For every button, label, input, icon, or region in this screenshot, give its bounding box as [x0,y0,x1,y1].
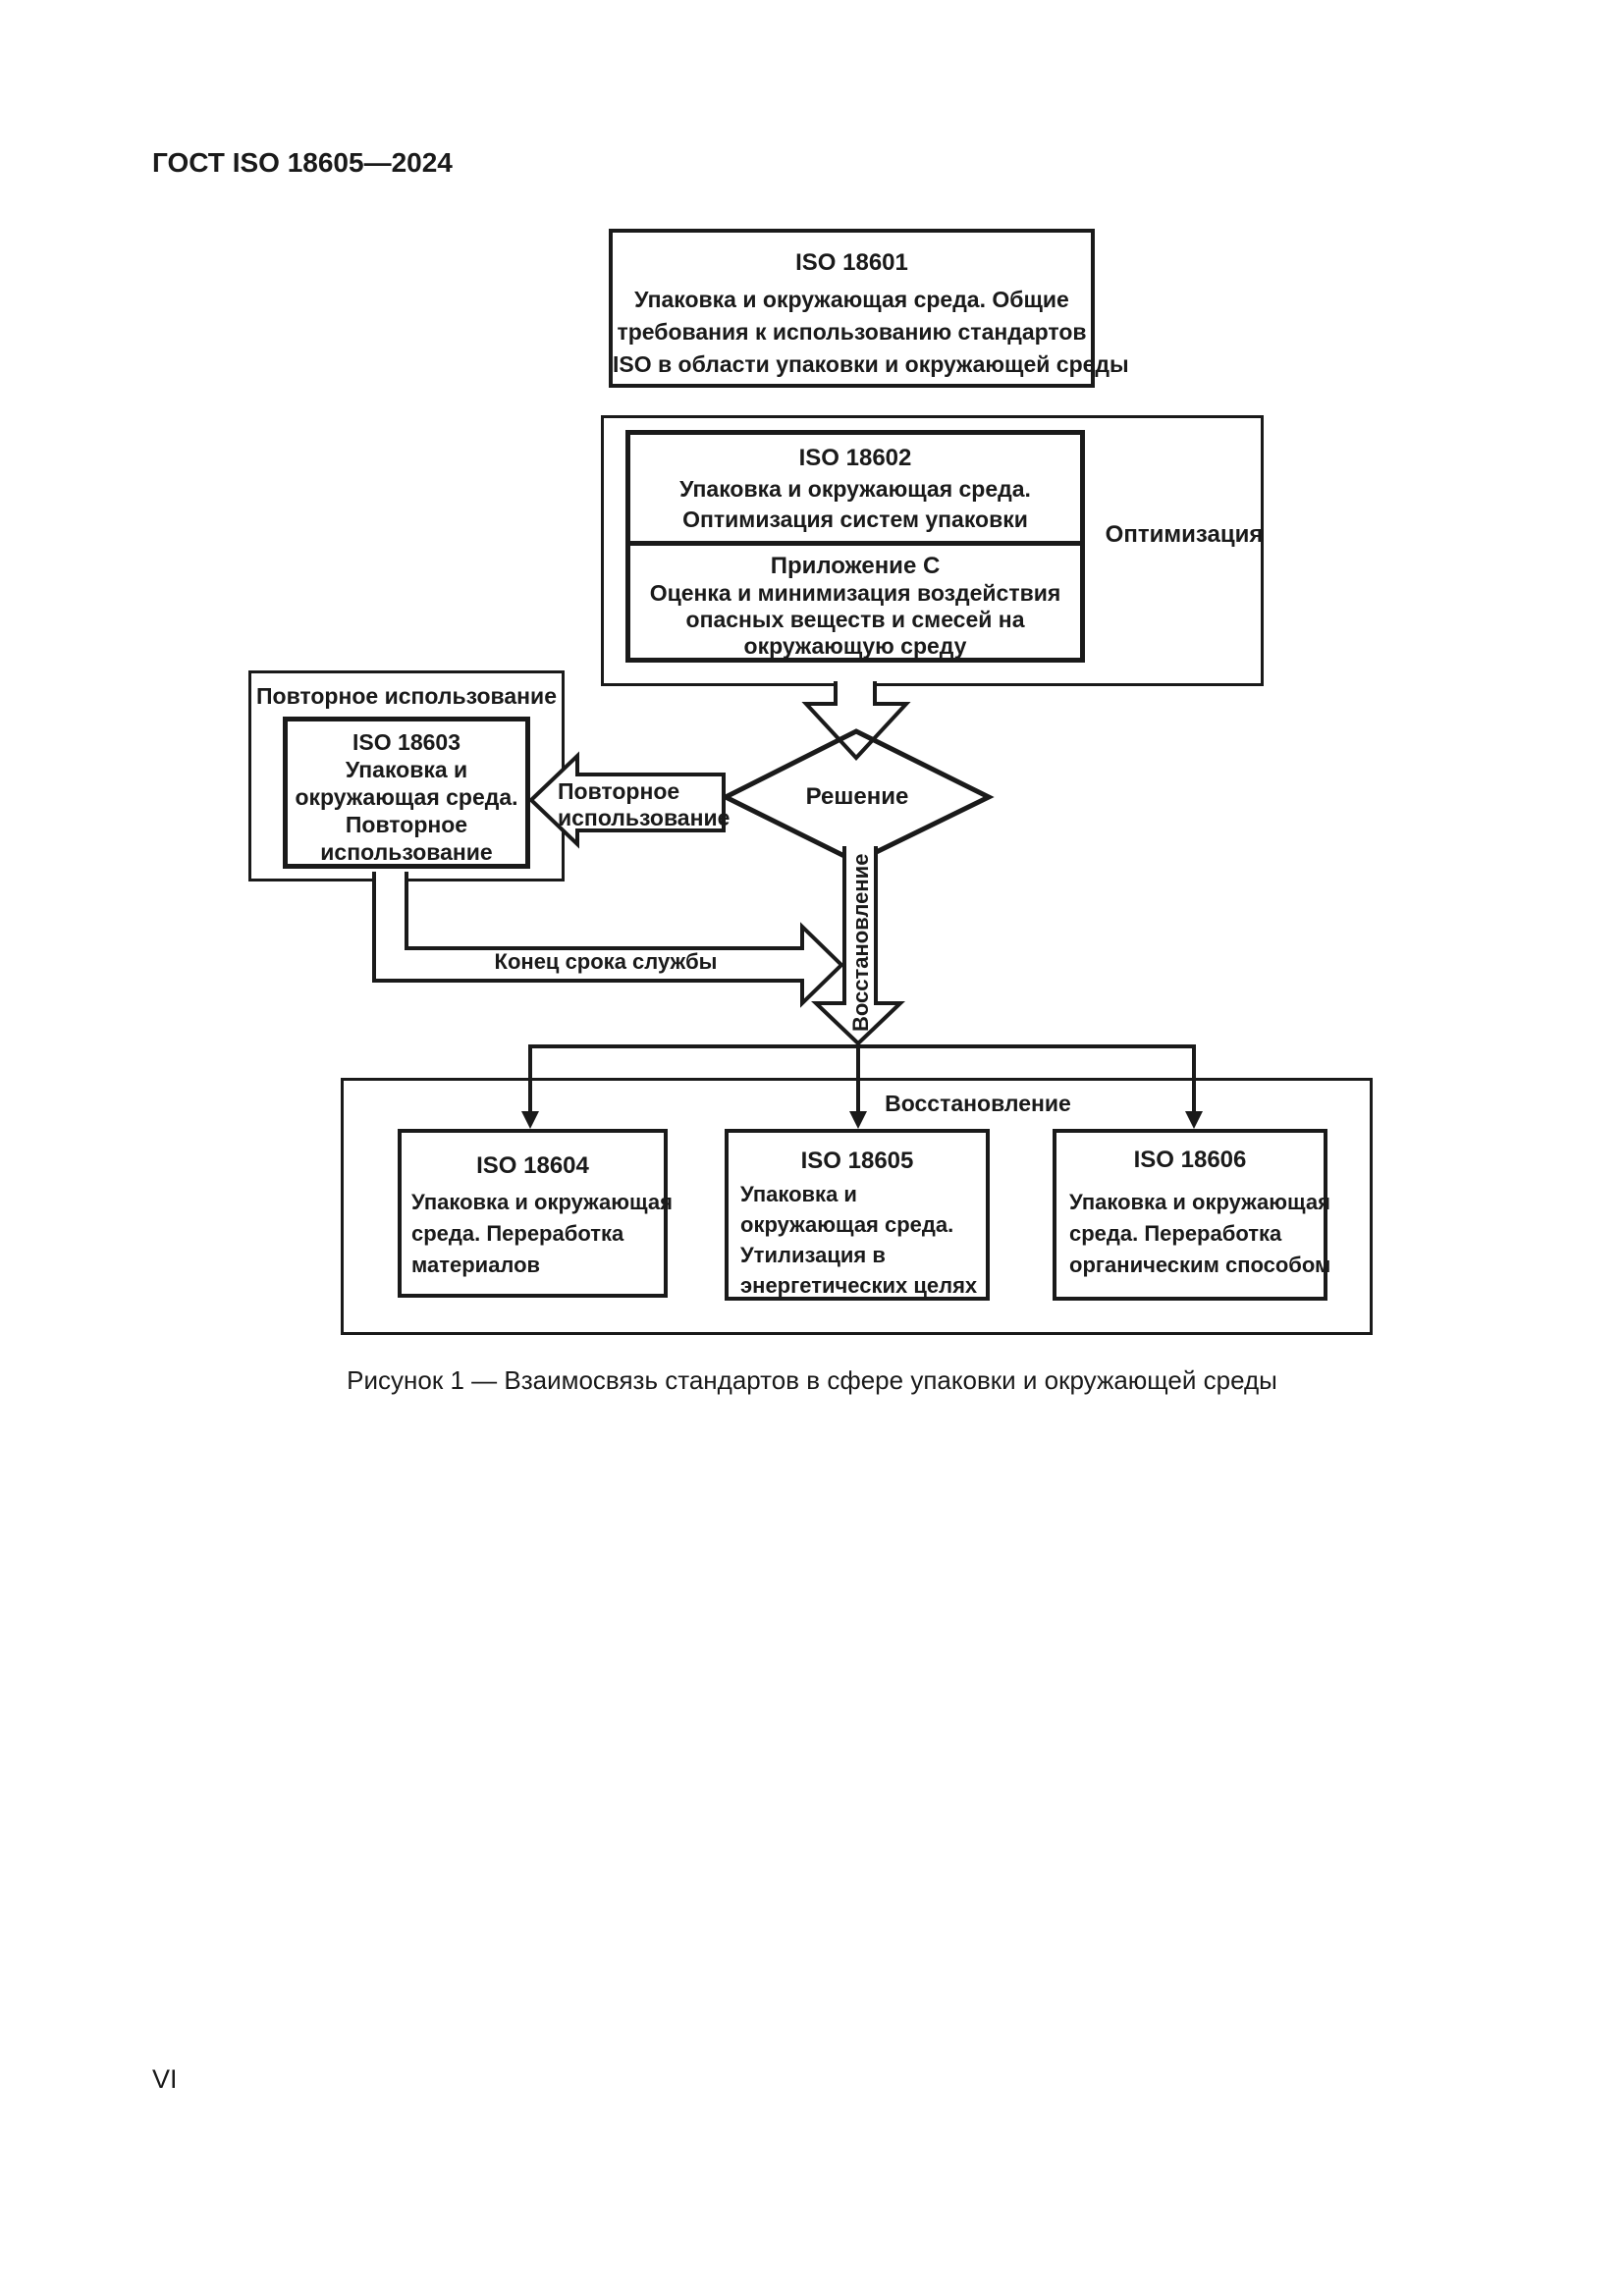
figure-caption: Рисунок 1 — Взаимосвязь стандартов в сфе… [347,1365,1277,1395]
box-iso18602-line: Упаковка и окружающая среда. [679,476,1031,502]
reuse-arrow-label: Повторное использование [558,778,731,831]
box-iso18603-line: Повторное [345,812,468,837]
box-iso18606-line: Упаковка и окружающая [1069,1190,1330,1214]
recovery-arrow-label: Восстановление [848,853,873,1032]
annex-c-line: Оценка и минимизация воздействия [649,580,1061,606]
annex-c-title: Приложение C [770,553,941,579]
box-iso18603-title: ISO 18603 [352,729,460,755]
box-iso18601-line: Упаковка и окружающая среда. Общие [634,287,1069,312]
box-iso18605-line: энергетических целях [740,1273,978,1298]
box-iso18601: ISO 18601 Упаковка и окружающая среда. О… [609,229,1129,388]
box-iso18601-line: требования к использованию стандартов [617,319,1087,345]
box-iso18606-line: органическим способом [1069,1253,1331,1277]
box-iso18604-line: Упаковка и окружающая [411,1190,673,1214]
box-iso18602-line: Оптимизация систем упаковки [682,507,1028,532]
box-iso18605-line: Упаковка и [740,1182,857,1206]
box-iso18604: ISO 18604 Упаковка и окружающая среда. П… [398,1129,673,1298]
annex-c-line: окружающую среду [743,633,967,659]
box-iso18606: ISO 18606 Упаковка и окружающая среда. П… [1053,1129,1331,1301]
annex-c-line: опасных веществ и смесей на [685,607,1025,632]
box-iso18606-title: ISO 18606 [1133,1147,1247,1173]
box-iso18604-line: материалов [411,1253,541,1277]
reuse-arrow-line: Повторное [558,778,680,804]
decision-label: Решение [805,783,909,810]
box-iso18605-title: ISO 18605 [800,1148,914,1174]
box-iso18605-line: Утилизация в [740,1243,886,1267]
box-iso18602-title: ISO 18602 [798,445,912,471]
box-iso18604-body: Упаковка и окружающая среда. Переработка… [402,1187,673,1281]
box-iso18601-line: ISO в области упаковки и окружающей сред… [613,351,1129,377]
box-iso18606-line: среда. Переработка [1069,1221,1282,1246]
box-iso18603: ISO 18603 Упаковка и окружающая среда. П… [283,717,530,869]
box-iso18603-line: окружающая среда. [295,784,518,810]
box-iso18606-body: Упаковка и окружающая среда. Переработка… [1056,1187,1331,1281]
arrow-optimization-to-decision [801,681,911,761]
cell-annex-c: Приложение C Оценка и минимизация воздей… [630,546,1080,660]
end-of-life-label: Конец срока службы [494,949,718,974]
reuse-arrow-line: использование [558,805,731,830]
box-iso18601-title: ISO 18601 [795,249,908,276]
group-label-recovery: Восстановление [885,1091,1071,1116]
box-iso18605: ISO 18605 Упаковка и окружающая среда. У… [725,1129,990,1301]
box-iso18603-line: использование [320,839,493,865]
box-iso18602-annexc: ISO 18602 Упаковка и окружающая среда. О… [625,430,1085,663]
cell-iso18602: ISO 18602 Упаковка и окружающая среда. О… [630,435,1080,546]
page-number: VI [152,2064,178,2094]
box-iso18603-line: Упаковка и [345,757,468,782]
group-label-optimization: Оптимизация [1105,521,1264,548]
box-iso18604-line: среда. Переработка [411,1221,624,1246]
page-header: ГОСТ ISO 18605—2024 [152,147,453,178]
box-iso18604-title: ISO 18604 [476,1152,589,1179]
group-label-reuse: Повторное использование [255,683,557,709]
box-iso18605-line: окружающая среда. [740,1212,954,1237]
group-box-optimization [601,415,1264,686]
arrow-end-of-life [372,872,844,1008]
box-iso18605-body: Упаковка и окружающая среда. Утилизация … [729,1179,986,1301]
